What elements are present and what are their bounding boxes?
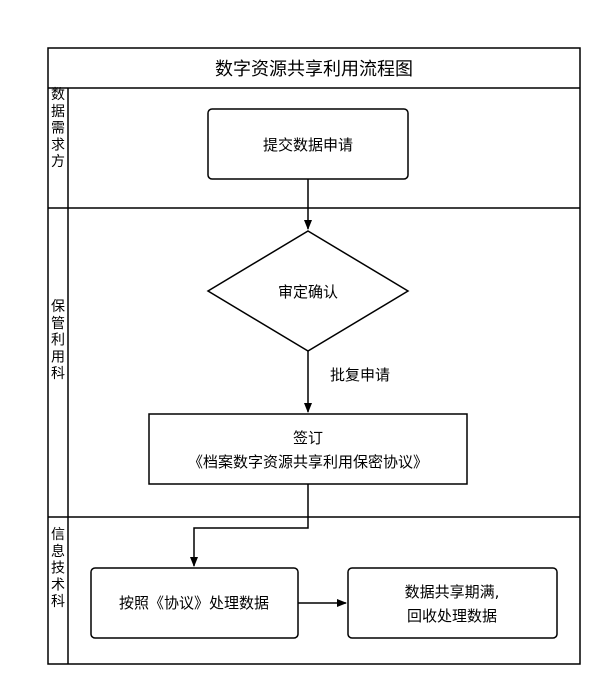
diagram-title: 数字资源共享利用流程图 [215, 59, 413, 80]
diagram-frame [47, 47, 581, 665]
node-sign-agreement-label-line1: 签订 [293, 429, 323, 447]
node-process-data-label: 按照《协议》处理数据 [119, 594, 269, 612]
node-review-decision-label: 审定确认 [278, 283, 338, 301]
lane-label-demand: 数据需求方 [51, 87, 65, 170]
node-expire-recover-label-line2: 回收处理数据 [407, 607, 497, 625]
node-expire-recover-label-line1: 数据共享期满, [405, 583, 500, 601]
edge-sign-process [190, 484, 309, 567]
node-expire-recover [347, 567, 558, 639]
lane-label-it: 信息技术科 [51, 527, 65, 610]
node-submit-application-label: 提交数据申请 [263, 136, 353, 154]
node-sign-agreement-label-line2: 《档案数字资源共享利用保密协议》 [188, 453, 428, 471]
edge-label-approve: 批复申请 [330, 366, 390, 384]
node-sign-agreement [148, 413, 468, 485]
lane-label-custody: 保管利用科 [51, 299, 65, 382]
